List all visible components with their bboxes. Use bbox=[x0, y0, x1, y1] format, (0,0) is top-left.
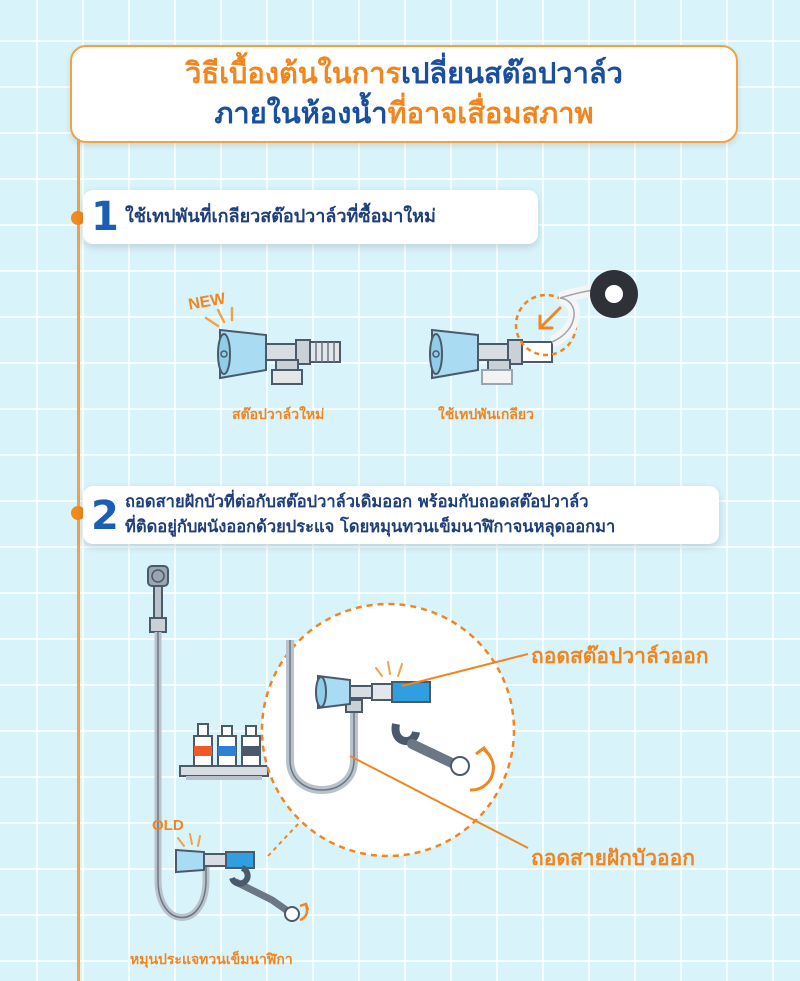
shower-setup-icon: OLD bbox=[147, 565, 310, 922]
step-1-dot bbox=[71, 211, 85, 225]
caption-new-valve: สต๊อปวาล์วใหม่ bbox=[232, 407, 325, 423]
old-tag: OLD bbox=[152, 817, 184, 834]
title-line-2-part-1: ภายในห้องน้ำ bbox=[214, 96, 388, 130]
title-line-1-part-1: วิธีเบื้องต้นในการ bbox=[185, 56, 402, 90]
title-banner: วิธีเบื้องต้นในการเปลี่ยนสต๊อปวาล์ว ภายใ… bbox=[70, 45, 738, 143]
title-line-2: ภายในห้องน้ำที่อาจเสื่อมสภาพ bbox=[72, 93, 736, 133]
step-1-illustration: NEW bbox=[187, 270, 638, 385]
new-valve-icon: NEW bbox=[187, 290, 341, 385]
caption-wrench: หมุนประแจทวนเข็มนาฬิกา bbox=[130, 952, 293, 968]
step-1-number: 1 bbox=[91, 194, 119, 240]
step-2-text-line-1: ถอดสายฝักบัวที่ต่อกับสต๊อปวาล์วเดิมออก พ… bbox=[125, 492, 589, 511]
title-line-1-part-2: เปลี่ยนสต๊อปวาล์ว bbox=[401, 56, 623, 90]
title-line-1: วิธีเบื้องต้นในการเปลี่ยนสต๊อปวาล์ว bbox=[72, 53, 736, 93]
title-line-2-part-2: ที่อาจเสื่อมสภาพ bbox=[387, 96, 594, 130]
step-1-card: 1 ใช้เทปพันที่เกลียวสต๊อปวาล์วที่ซื้อมาใ… bbox=[83, 190, 538, 244]
step-2-dot bbox=[71, 506, 85, 520]
step-2-illustration: OLD bbox=[147, 565, 529, 922]
caption-tape: ใช้เทปพันเกลียว bbox=[438, 407, 534, 423]
zoom-detail-icon bbox=[260, 602, 529, 858]
step-1-text: ใช้เทปพันที่เกลียวสต๊อปวาล์วที่ซื้อมาใหม… bbox=[125, 206, 436, 227]
step-2-number: 2 bbox=[91, 493, 119, 539]
label-remove-hose: ถอดสายฝักบัวออก bbox=[531, 846, 695, 870]
step-2-text-line-2: ที่ติดอยู่กับผนังออกด้วยประแจ โดยหมุนทวน… bbox=[125, 517, 616, 536]
label-remove-valve: ถอดสต๊อปวาล์วออก bbox=[531, 644, 709, 668]
step-2-card: 2 ถอดสายฝักบัวที่ต่อกับสต๊อปวาล์วเดิมออก… bbox=[83, 486, 719, 544]
taped-valve-icon bbox=[429, 270, 638, 385]
timeline-line bbox=[77, 139, 80, 981]
new-tag: NEW bbox=[187, 290, 228, 313]
